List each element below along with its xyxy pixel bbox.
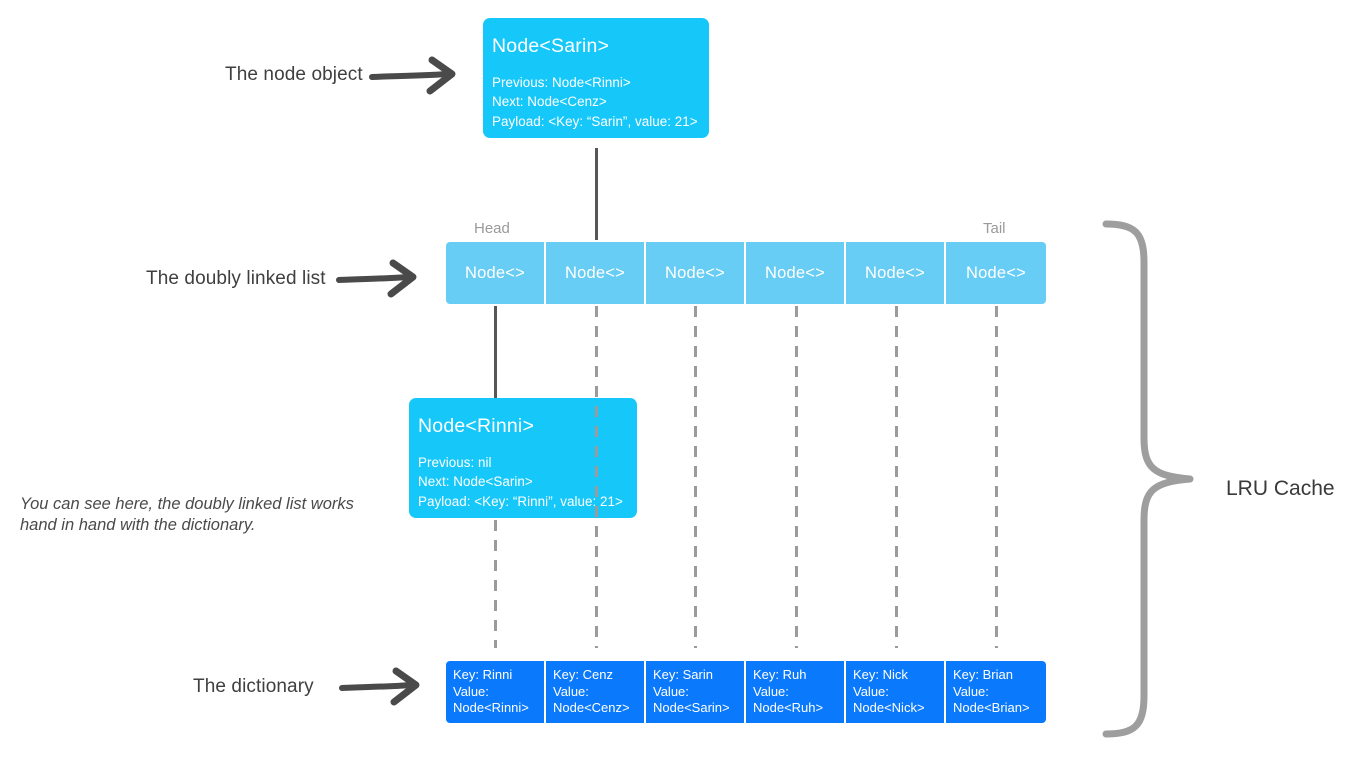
linked-list-node-4[interactable]: Node<>: [846, 242, 946, 304]
linked-list-node-5[interactable]: Node<>: [946, 242, 1046, 304]
lru-cache-brace: [1102, 220, 1194, 738]
node-card-title: Node<Rinni>: [418, 415, 535, 437]
annotation-doubly-linked-list: The doubly linked list: [146, 268, 326, 289]
connector-dashed-column-5: [895, 306, 898, 648]
dictionary-entry-value: Node<Nick>: [853, 700, 925, 716]
dictionary-entry-key: Key: Brian: [953, 667, 1013, 682]
dictionary-entry-value-label: Value:: [953, 683, 989, 699]
node-card-payload: Payload: <Key: “Rinni”, value: 21>: [418, 493, 623, 509]
node-card-body: Previous: Node<Rinni> Next: Node<Cenz> P…: [492, 73, 709, 131]
connector-dashed-column-1: [494, 520, 497, 648]
connector-sarin-card-to-list: [595, 148, 598, 240]
node-card-body: Previous: nil Next: Node<Sarin> Payload:…: [418, 453, 637, 511]
annotation-dictionary: The dictionary: [193, 676, 314, 697]
doubly-linked-list: Node<> Node<> Node<> Node<> Node<> Node<…: [446, 242, 1046, 304]
explanatory-caption: You can see here, the doubly linked list…: [20, 495, 354, 534]
node-card-payload: Payload: <Key: “Sarin”, value: 21>: [492, 113, 698, 129]
arrow-to-doubly-linked-list: [336, 259, 417, 298]
dictionary-entry-value-label: Value:: [753, 683, 789, 699]
node-card-title: Node<Sarin>: [492, 35, 610, 57]
linked-list-node-2[interactable]: Node<>: [646, 242, 746, 304]
lru-cache-label: LRU Cache: [1226, 477, 1335, 500]
dictionary-entry-5[interactable]: Key: Brian Value: Node<Brian>: [946, 661, 1046, 723]
node-card-previous: Previous: Node<Rinni>: [492, 75, 631, 90]
connector-dashed-column-3: [694, 306, 697, 648]
node-card-next: Next: Node<Sarin>: [418, 474, 533, 490]
arrow-to-node-object: [369, 56, 456, 95]
linked-list-node-1[interactable]: Node<>: [546, 242, 646, 304]
label-tail: Tail: [983, 220, 1006, 237]
linked-list-node-3[interactable]: Node<>: [746, 242, 846, 304]
connector-dashed-column-6: [995, 306, 998, 648]
dictionary-entry-key: Key: Rinni: [453, 667, 513, 682]
node-card-sarin: Node<Sarin> Previous: Node<Rinni> Next: …: [483, 18, 709, 138]
connector-dashed-column-4: [795, 306, 798, 648]
dictionary-entry-value: Node<Rinni>: [453, 700, 529, 716]
dictionary-entry-0[interactable]: Key: Rinni Value: Node<Rinni>: [446, 661, 546, 723]
dictionary-entry-value: Node<Cenz>: [553, 700, 630, 716]
dictionary-entry-value-label: Value:: [553, 683, 589, 699]
label-head: Head: [474, 220, 510, 237]
dictionary-entry-3[interactable]: Key: Ruh Value: Node<Ruh>: [746, 661, 846, 723]
dictionary-entry-value: Node<Brian>: [953, 700, 1030, 716]
node-card-rinni: Node<Rinni> Previous: nil Next: Node<Sar…: [409, 398, 637, 518]
dictionary-entry-value-label: Value:: [453, 683, 489, 699]
node-card-next: Next: Node<Cenz>: [492, 94, 607, 110]
node-card-previous: Previous: nil: [418, 455, 492, 470]
connector-list-to-rinni-card: [494, 306, 497, 398]
dictionary-entry-key: Key: Cenz: [553, 667, 613, 682]
dictionary-entry-key: Key: Sarin: [653, 667, 713, 682]
dictionary-entry-value: Node<Ruh>: [753, 700, 824, 716]
dictionary-entry-key: Key: Nick: [853, 667, 908, 682]
dictionary-entry-value: Node<Sarin>: [653, 700, 730, 716]
dictionary-entry-value-label: Value:: [653, 683, 689, 699]
dictionary-entry-2[interactable]: Key: Sarin Value: Node<Sarin>: [646, 661, 746, 723]
dictionary-entry-4[interactable]: Key: Nick Value: Node<Nick>: [846, 661, 946, 723]
dictionary-entry-value-label: Value:: [853, 683, 889, 699]
dictionary-entry-1[interactable]: Key: Cenz Value: Node<Cenz>: [546, 661, 646, 723]
dictionary-table: Key: Rinni Value: Node<Rinni> Key: Cenz …: [446, 661, 1046, 723]
arrow-to-dictionary: [339, 667, 420, 706]
annotation-node-object: The node object: [225, 64, 363, 85]
dictionary-entry-key: Key: Ruh: [753, 667, 807, 682]
connector-dashed-column-2: [595, 306, 598, 648]
linked-list-node-0[interactable]: Node<>: [446, 242, 546, 304]
